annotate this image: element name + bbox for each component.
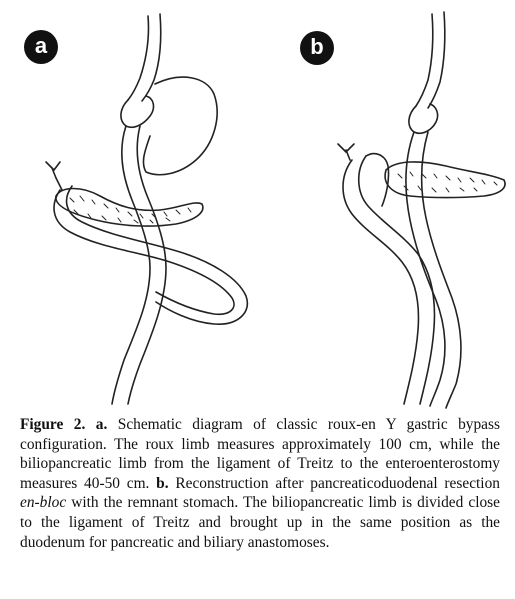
panel-a-remnant-stomach (142, 76, 218, 176)
panel-b-biliopancreatic-limb (337, 143, 436, 405)
caption-panel-b-label: b. (156, 474, 169, 492)
panel-b-esophagus (415, 11, 446, 109)
panel-b-pancreas (384, 161, 506, 199)
figure: a b (24, 11, 506, 409)
panel-a-drawing (45, 13, 249, 405)
figure-caption: Figure 2. a. Schematic diagram of classi… (20, 415, 500, 552)
caption-text-a: Schematic diagram of classic roux-en Y g… (20, 416, 500, 492)
panel-b-drawing (337, 11, 506, 409)
panel-a-biliopancreatic-limb (45, 161, 249, 325)
panel-a-pancreas (55, 187, 204, 227)
caption-text-b1: Reconstruction after pancreaticoduodenal… (168, 474, 500, 492)
caption-text-b2: with the remnant stomach. The biliopancr… (20, 494, 500, 551)
panel-a-gastric-pouch (120, 95, 155, 129)
panel-b-roux-limb (405, 131, 462, 409)
panel-b-badge: b (300, 31, 334, 65)
caption-panel-a-label: a. (95, 416, 108, 433)
caption-figure-label: Figure 2. (20, 416, 86, 433)
panel-b-gastric-pouch (408, 103, 439, 135)
panel-a-badge: a (24, 30, 58, 64)
anatomy-drawings (45, 11, 506, 409)
panel-a-esophagus (127, 13, 162, 102)
caption-italic: en-bloc (20, 494, 67, 512)
panel-a-roux-limb (111, 125, 167, 405)
